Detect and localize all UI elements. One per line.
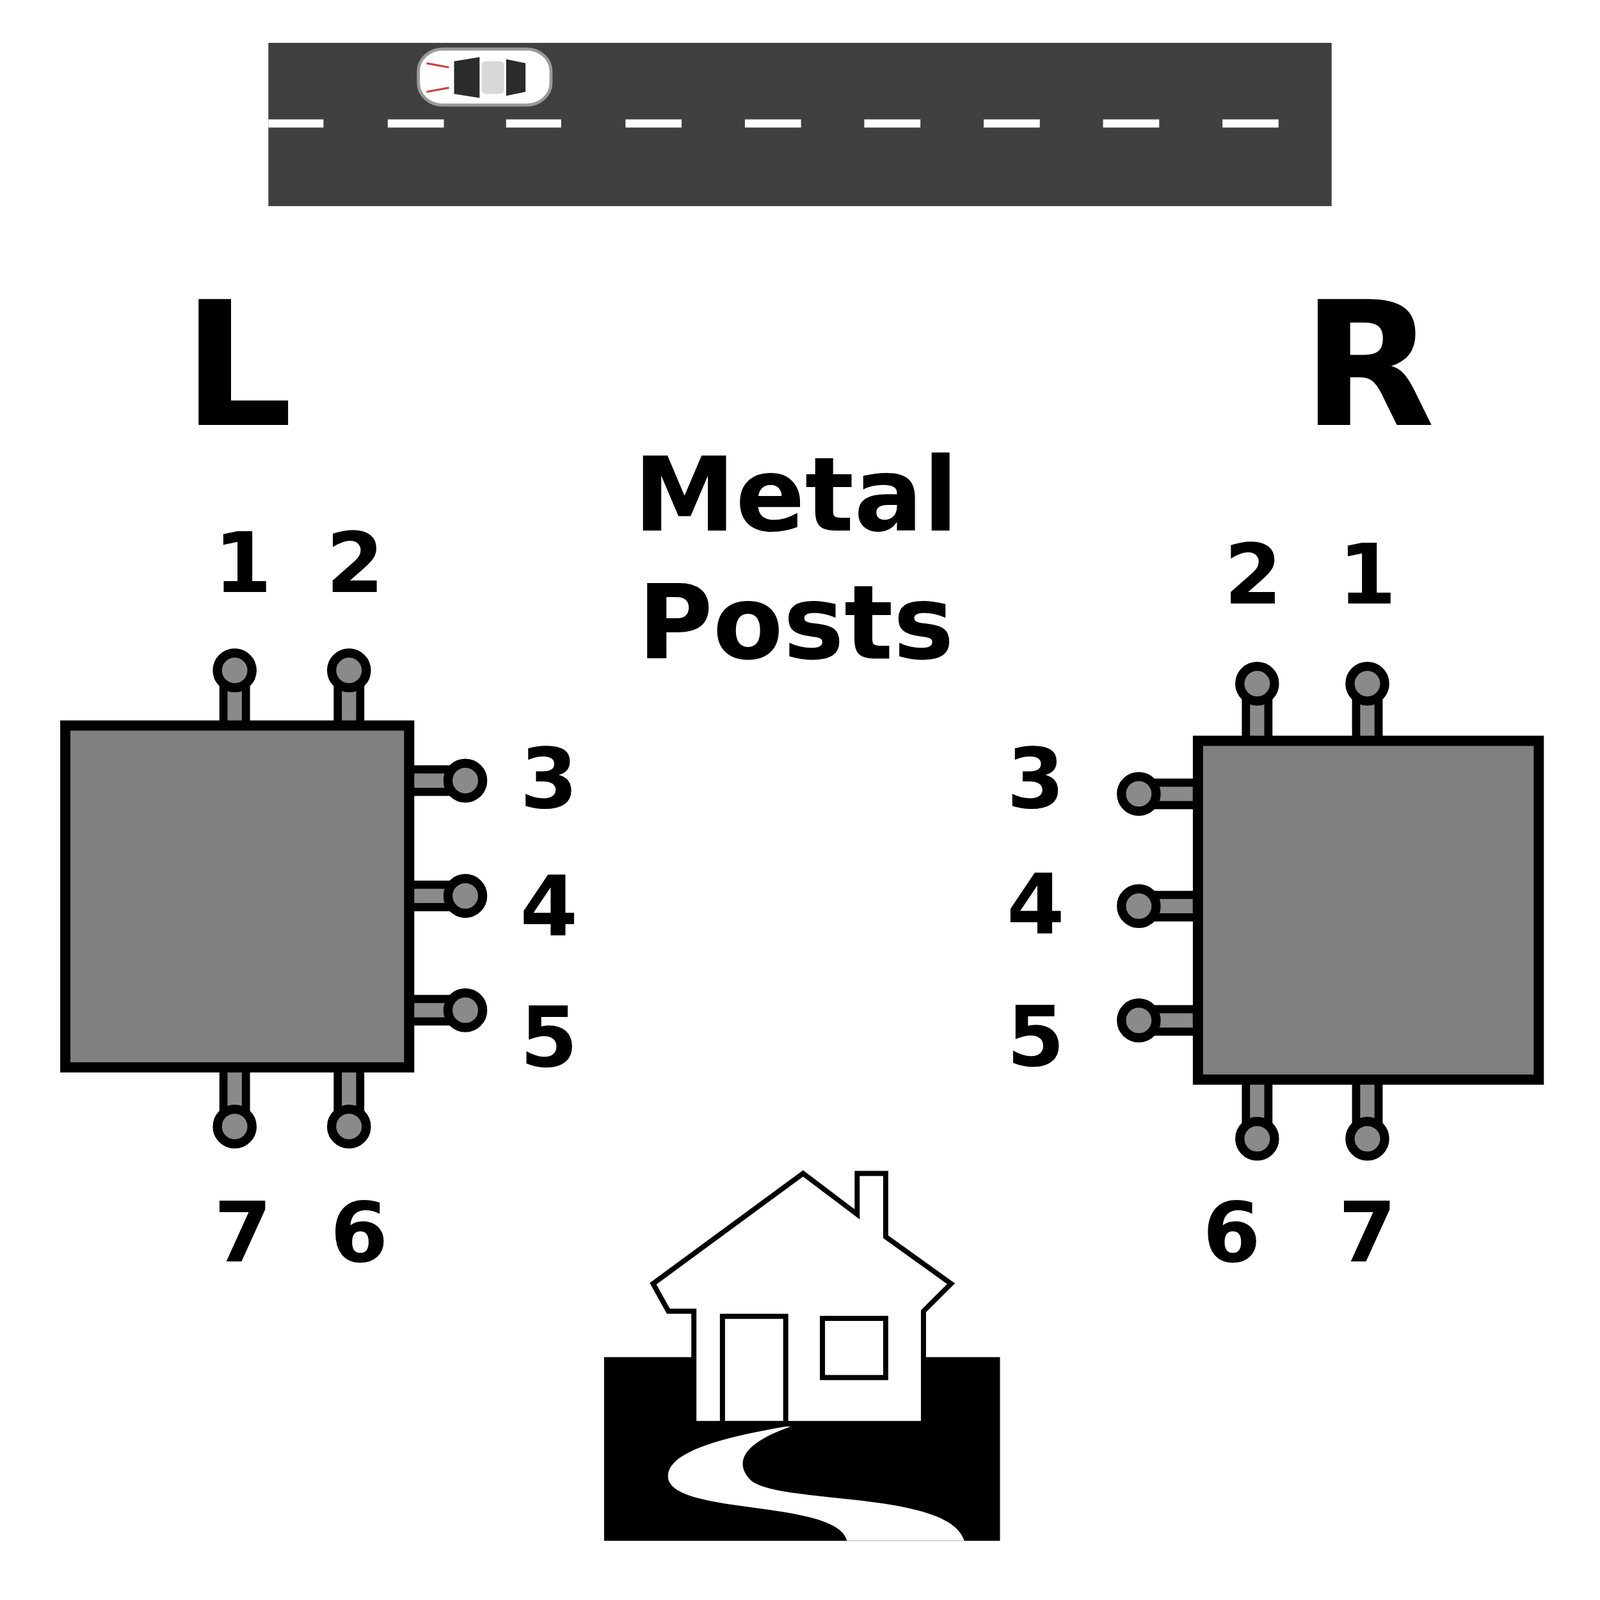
post-number: 2 bbox=[1224, 533, 1282, 617]
side-label: R bbox=[1301, 279, 1435, 452]
post-number: 4 bbox=[1006, 862, 1065, 946]
house-icon bbox=[604, 1173, 1001, 1542]
post-number: 3 bbox=[1006, 737, 1065, 821]
post-number: 3 bbox=[520, 737, 578, 821]
post-number: 7 bbox=[1338, 1191, 1396, 1275]
post-number: 6 bbox=[330, 1191, 388, 1275]
car bbox=[418, 49, 552, 106]
post-number: 1 bbox=[213, 521, 272, 605]
post-number: 2 bbox=[326, 521, 384, 605]
metal-posts-right bbox=[1121, 666, 1385, 1156]
footing-block bbox=[1198, 741, 1540, 1080]
metal-posts-left bbox=[217, 652, 484, 1144]
heading-label: Metal Posts bbox=[604, 431, 989, 688]
post-number: 6 bbox=[1202, 1191, 1261, 1275]
lane-dashes bbox=[268, 119, 1279, 128]
post-number: 1 bbox=[1338, 533, 1396, 617]
post-number: 7 bbox=[213, 1191, 272, 1275]
post-number: 5 bbox=[520, 995, 578, 1080]
post-number: 5 bbox=[1006, 995, 1065, 1079]
footing-block bbox=[65, 725, 409, 1068]
side-label: L bbox=[182, 279, 293, 452]
road bbox=[268, 42, 1332, 207]
post-number: 4 bbox=[520, 864, 578, 948]
